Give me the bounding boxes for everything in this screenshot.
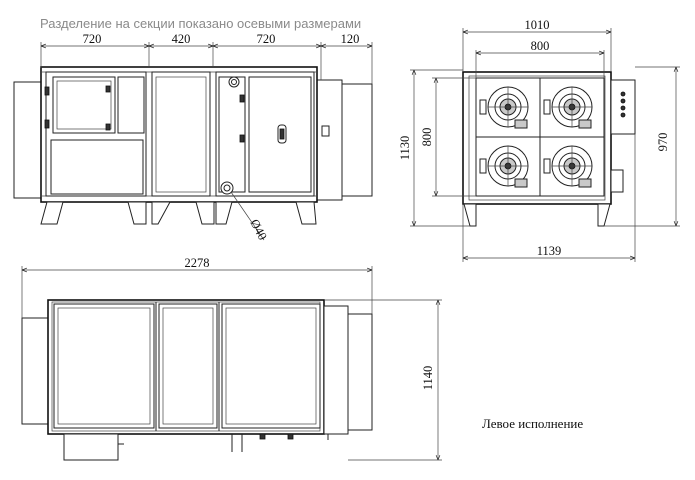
dim-total-width: 1010 [525, 18, 550, 32]
top-outlet-duct [347, 313, 373, 431]
dim-section-3: 720 [257, 32, 276, 46]
fan-section [215, 71, 315, 197]
top-inlet-duct [21, 317, 49, 425]
fan-4 [543, 145, 593, 188]
side-body [462, 71, 612, 205]
leg-6 [295, 201, 317, 225]
filter-section [45, 71, 147, 197]
dim-inner-height: 800 [420, 128, 434, 147]
top-unit-body [47, 299, 325, 435]
dim-base-width: 1139 [537, 244, 562, 258]
dim-section-2: 420 [172, 32, 191, 46]
dim-width: 1140 [421, 366, 435, 391]
inlet-duct-left [13, 81, 42, 199]
section-note: Разделение на секции показано осевыми ра… [40, 16, 362, 31]
fan-3 [479, 145, 529, 188]
leg-1 [40, 201, 64, 225]
dim-height-right: 970 [656, 133, 670, 152]
leg-3 [151, 201, 171, 225]
top-outlet-flange [323, 305, 349, 435]
top-view: 2278 1140 [21, 256, 442, 461]
front-view: 720 420 720 120 Ø40 [13, 32, 373, 243]
execution-caption: Левое исполнение [482, 416, 584, 431]
filter-panel [52, 76, 116, 134]
dim-section-4: 120 [341, 32, 360, 46]
fan-2 [543, 86, 593, 129]
side-view: 1010 800 1130 800 970 1139 [398, 18, 680, 262]
outlet-flange [316, 79, 343, 201]
dim-inner-width: 800 [531, 39, 550, 53]
top-panel-3 [221, 303, 321, 429]
outlet-duct-right [341, 83, 373, 197]
control-box-bottom [63, 433, 119, 461]
dim-height-left: 1130 [398, 136, 412, 161]
leg-2 [127, 201, 147, 225]
filter-side-panel [117, 76, 145, 134]
heater-section [151, 71, 211, 197]
side-leg-right [597, 203, 611, 227]
side-leg-left [463, 203, 477, 227]
pipe-connector-top [228, 76, 240, 88]
dim-length: 2278 [185, 256, 210, 270]
unit-body [40, 66, 318, 203]
leg-4 [195, 201, 215, 225]
filter-lower-panel [50, 139, 144, 195]
dim-pipe-diameter: Ø40 [247, 217, 269, 243]
dim-section-1: 720 [83, 32, 102, 46]
top-panel-1 [53, 303, 155, 429]
fan-1 [479, 86, 529, 129]
top-panel-2 [158, 303, 218, 429]
leg-5 [215, 201, 233, 225]
pipe-connector-bottom [220, 181, 234, 195]
